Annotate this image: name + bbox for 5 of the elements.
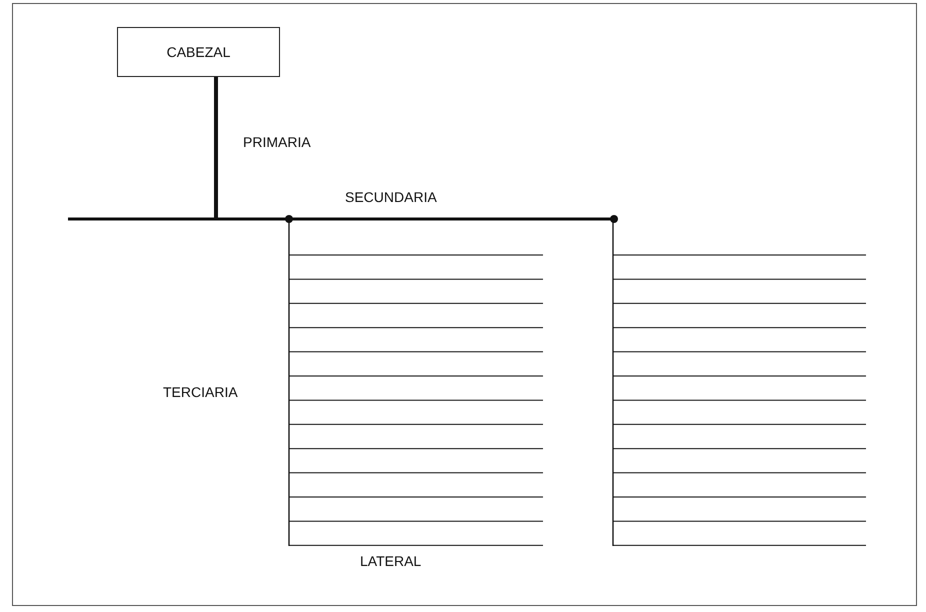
lateral-pipe-label: LATERAL [360,553,422,569]
secondary-pipe-label: SECUNDARIA [345,189,437,205]
primary-pipe-label: PRIMARIA [243,134,311,150]
tertiary-pipe-label: TERCIARIA [163,384,238,400]
head-unit-box: CABEZAL [117,27,280,77]
